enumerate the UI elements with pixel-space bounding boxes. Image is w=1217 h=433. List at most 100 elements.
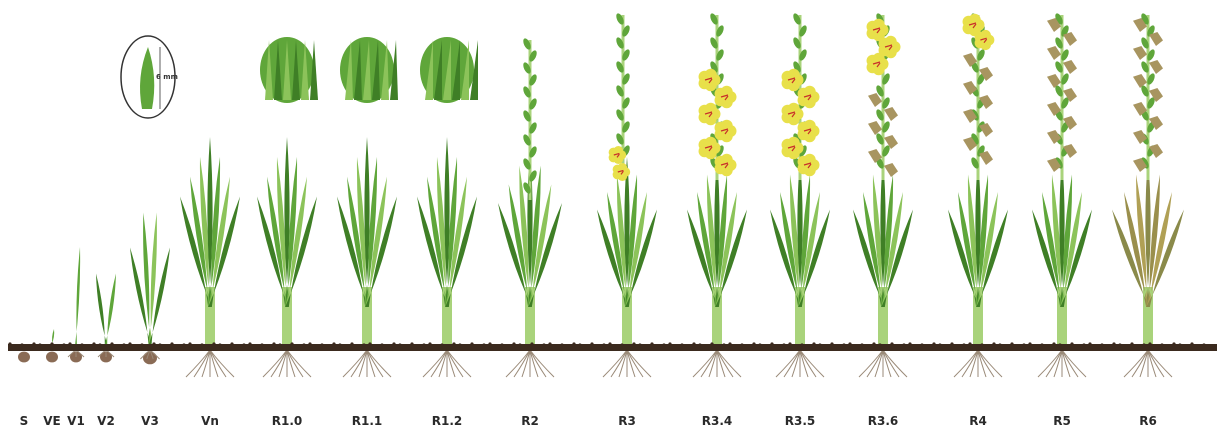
soil-grain: [470, 342, 473, 345]
root: [530, 350, 546, 377]
soil-grain: [368, 342, 371, 345]
soil-grain: [530, 342, 533, 345]
stage-label-r3-5: R3.5: [785, 414, 816, 428]
soil-grain: [1070, 342, 1073, 345]
soil-grain: [950, 342, 953, 345]
soil-grain: [362, 343, 365, 346]
soil-grain: [512, 342, 515, 345]
stage-label-r6: R6: [1139, 414, 1157, 428]
stage-label-s: S: [20, 414, 29, 428]
flower: [798, 120, 820, 142]
soil-grain: [848, 342, 851, 345]
soil-grain: [140, 343, 143, 346]
soil-grain: [158, 343, 161, 346]
root: [883, 350, 899, 377]
soil-grain: [908, 342, 911, 345]
soil-grain: [872, 342, 875, 345]
soil-grain: [452, 342, 455, 345]
plant-r1-2: [417, 137, 477, 377]
soil-grain: [398, 343, 401, 346]
soil-grain: [308, 342, 311, 345]
soil-grain: [8, 342, 11, 345]
soil-grain: [500, 343, 503, 346]
soil-grain: [1022, 343, 1025, 346]
wilted-flower: [868, 121, 882, 135]
soil-grain: [230, 342, 233, 345]
leaf-blade: [143, 213, 151, 346]
plant-r3-4: [687, 12, 747, 377]
soil-grain: [248, 342, 251, 345]
root: [800, 350, 816, 377]
soil-grain: [602, 343, 605, 346]
soil-grain: [38, 343, 41, 346]
stage-label-v3: V3: [141, 414, 159, 428]
soil-grain: [830, 342, 833, 345]
soil-grain: [518, 343, 521, 346]
root: [1132, 350, 1148, 377]
wilted-flower: [1149, 60, 1163, 74]
plants-layer: [18, 12, 1184, 377]
root: [1140, 350, 1148, 377]
soil-grain: [152, 342, 155, 345]
root: [210, 350, 226, 377]
soil-grain: [638, 343, 641, 346]
soil-grain: [1088, 342, 1091, 345]
soil-grain: [650, 342, 653, 345]
soil-grain: [860, 343, 863, 346]
root: [431, 350, 447, 377]
root: [611, 350, 627, 377]
soil-grain: [920, 343, 923, 346]
soil-grain: [752, 342, 755, 345]
soil-grain: [80, 343, 83, 346]
soil-grain: [878, 343, 881, 346]
root: [709, 350, 717, 377]
soil-grain: [662, 343, 665, 346]
root: [1148, 350, 1156, 377]
soil-grain: [170, 342, 173, 345]
soil-grain: [680, 343, 683, 346]
soil-grain: [1172, 342, 1175, 345]
soil-grain: [992, 342, 995, 345]
flower: [975, 30, 995, 50]
root: [514, 350, 530, 377]
wilted-flower: [1047, 46, 1061, 60]
soil-grain: [422, 343, 425, 346]
soil-grain: [98, 343, 101, 346]
soil-grain: [272, 342, 275, 345]
stage-label-vn: Vn: [201, 414, 219, 428]
soil-grain: [818, 343, 821, 346]
root: [439, 350, 447, 377]
soil-grain: [980, 343, 983, 346]
soil-grain: [122, 343, 125, 346]
stage-label-ve: VE: [43, 414, 60, 428]
soil-grain: [200, 343, 203, 346]
measure-label: 6 mm: [156, 73, 178, 81]
root: [271, 350, 287, 377]
soil-grain: [278, 343, 281, 346]
soil-grain: [728, 342, 731, 345]
soil-grain: [482, 343, 485, 346]
root: [1046, 350, 1062, 377]
plant-r3: [597, 12, 657, 377]
plant-v3: [130, 213, 170, 365]
soil-grain: [218, 343, 221, 346]
stage-label-v1: V1: [67, 414, 85, 428]
root: [202, 350, 210, 377]
soil-grain: [578, 343, 581, 346]
root: [287, 350, 295, 377]
soil-grain: [128, 342, 131, 345]
root: [867, 350, 883, 377]
root: [792, 350, 800, 377]
plant-r1-0: [257, 137, 317, 377]
root: [1062, 350, 1078, 377]
root: [1054, 350, 1062, 377]
labels-layer: SVEV1V2V3VnR1.0R1.1R1.2R2R3R3.4R3.5R3.6R…: [20, 414, 1157, 428]
root: [962, 350, 978, 377]
soil-grain: [812, 342, 815, 345]
stage-label-r5: R5: [1053, 414, 1071, 428]
root: [447, 350, 455, 377]
wilted-flower: [884, 163, 898, 177]
root: [359, 350, 367, 377]
root: [287, 350, 303, 377]
plant-r5: [1032, 12, 1092, 377]
